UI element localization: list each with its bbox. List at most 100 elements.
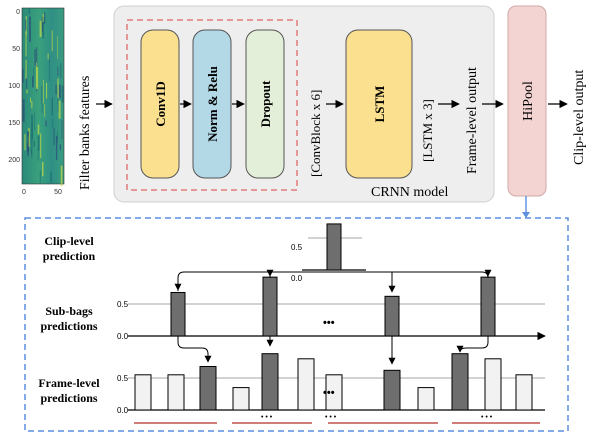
sub-bar xyxy=(262,276,278,337)
y-tick: 200 xyxy=(8,157,20,164)
convblock-label: [ConvBlock x 6] xyxy=(308,90,323,177)
spectrogram-texture xyxy=(51,97,53,115)
tick-zero: 0.0 xyxy=(117,406,129,415)
spectrogram-texture xyxy=(34,112,36,131)
clip-level-output-label: Clip-level output xyxy=(572,70,587,165)
spectrogram-texture xyxy=(55,135,58,160)
spectrogram-texture xyxy=(55,84,57,95)
norm-relu-block xyxy=(192,29,232,179)
sub-bar xyxy=(384,295,400,337)
spectrogram-texture xyxy=(59,144,61,151)
spectrogram-texture xyxy=(42,14,44,22)
connector-arrow xyxy=(177,336,212,363)
spectrogram-texture xyxy=(26,76,28,90)
hipool-block xyxy=(507,5,547,197)
spectrogram-texture xyxy=(47,53,49,60)
hipool-detail-panel xyxy=(24,217,569,432)
tick-zero: 0.0 xyxy=(117,332,129,341)
frame-bar xyxy=(167,374,185,411)
spectrogram-texture xyxy=(37,149,39,161)
spectrogram-texture xyxy=(28,8,31,15)
small-dots: • • • xyxy=(261,414,273,421)
frame-level-output-label: Frame-level output xyxy=(465,67,480,174)
clip-level-title-2: prediction xyxy=(43,249,96,263)
spectrogram-texture xyxy=(57,66,59,76)
y-tick: 50 xyxy=(12,46,20,53)
frame-bar xyxy=(134,374,152,411)
spectrogram-texture xyxy=(42,21,45,39)
frame-bar xyxy=(232,387,250,411)
spectrogram-texture xyxy=(39,20,42,37)
spectrogram-texture xyxy=(59,84,61,99)
sub-bags-title-1: Sub-bags xyxy=(45,304,93,318)
spectrogram-texture xyxy=(61,120,63,139)
frame-bar xyxy=(451,353,469,411)
tick-half: 0.5 xyxy=(117,374,129,383)
spectrogram-texture xyxy=(58,100,61,119)
spectrogram-texture xyxy=(25,19,27,31)
spectrogram-texture xyxy=(22,99,25,122)
spectrogram-texture xyxy=(51,30,53,52)
spectrogram-texture xyxy=(32,76,34,88)
frame-level-chart: 0.5 0.0 ••• • • • • • • • • • xyxy=(117,353,545,424)
clip-level-title-1: Clip-level xyxy=(44,234,94,248)
spectrogram-texture xyxy=(44,104,46,117)
x-tick: 0 xyxy=(22,189,26,196)
blue-arrow-head xyxy=(522,212,530,218)
spectrogram-texture xyxy=(53,128,55,146)
spectrogram-texture xyxy=(45,120,47,127)
spectrogram-texture xyxy=(25,32,27,57)
crnn-model-label: CRNN model xyxy=(371,185,449,200)
y-tick: 150 xyxy=(8,120,20,127)
connector-line xyxy=(177,271,489,291)
spectrogram-texture xyxy=(46,82,48,99)
spectrogram-texture xyxy=(33,66,35,87)
hipool-label: HiPool xyxy=(521,81,536,121)
dropout-block xyxy=(245,29,285,179)
norm-relu-label: Norm & Relu xyxy=(205,66,220,142)
spectrogram-texture xyxy=(40,133,42,159)
tick-half: 0.5 xyxy=(117,300,129,309)
spectrogram-texture xyxy=(31,101,33,109)
sub-bar xyxy=(170,291,186,337)
spectrogram-texture xyxy=(26,89,28,94)
spectrogram-texture xyxy=(31,133,33,158)
frame-bar xyxy=(261,353,279,411)
spectrogram-texture xyxy=(41,86,43,104)
tick-half: 0.5 xyxy=(291,243,303,252)
conv1d-label: Conv1D xyxy=(153,81,168,127)
connectors xyxy=(174,269,492,365)
ellipsis: ••• xyxy=(323,317,335,329)
frame-bar xyxy=(417,387,435,411)
clip-level-chart: 0.5 0.0 xyxy=(291,223,366,283)
ellipsis: ••• xyxy=(323,387,335,399)
frame-bar xyxy=(325,374,343,411)
spectrogram-texture xyxy=(57,36,58,59)
spectrogram-texture xyxy=(43,16,45,25)
spectrogram-texture xyxy=(27,131,29,157)
conv1d-block xyxy=(140,29,180,179)
y-tick: 100 xyxy=(8,83,20,90)
spectrogram-texture xyxy=(33,140,35,147)
spectrogram-texture xyxy=(60,63,62,79)
frame-bar xyxy=(484,358,502,411)
spectrogram-texture xyxy=(24,134,26,151)
spectrogram-texture xyxy=(52,119,54,128)
frame-level-title-2: predictions xyxy=(40,391,97,405)
lstm-repeat-label: [LSTM x 3] xyxy=(420,99,435,162)
spectrogram-texture xyxy=(25,59,27,79)
small-dots: • • • xyxy=(481,414,493,421)
connector-arrow xyxy=(456,336,489,353)
spectrogram-texture xyxy=(57,104,59,113)
convblock-dashed-box xyxy=(126,19,298,191)
spectrogram-texture xyxy=(37,135,40,151)
tick-zero: 0.0 xyxy=(291,274,303,283)
frame-bar xyxy=(297,358,315,411)
clip-bar xyxy=(326,223,342,271)
small-dots: • • • xyxy=(325,414,337,421)
sub-bag-chart: 0.5 0.0 ••• xyxy=(117,276,546,341)
spectrogram-texture xyxy=(36,67,39,89)
spectrogram-texture xyxy=(29,16,31,42)
lstm-label: LSTM xyxy=(372,86,387,123)
